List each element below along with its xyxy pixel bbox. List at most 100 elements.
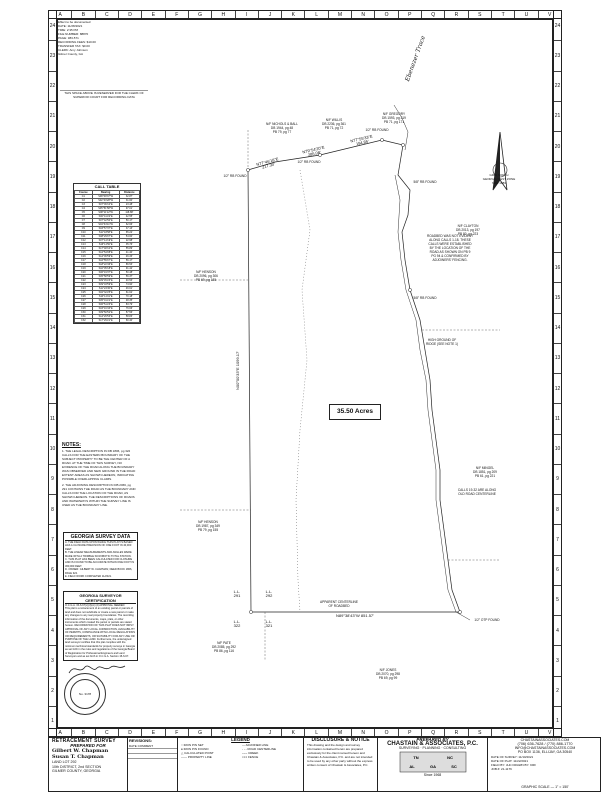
grid-row-label: 24 — [49, 11, 56, 42]
grid-row-label: 7 — [49, 525, 56, 556]
firm-phone: (706) 636-7628 / (770) 886-1770 — [517, 742, 573, 746]
firm-address: PO BOX 1136, ELLIJAY, GA 30540 — [517, 750, 573, 754]
seal-number: No. 3178 — [70, 679, 100, 709]
feature-label-pin5: 5/8" RB FOUND — [413, 296, 437, 300]
grid-row-label: 11 — [49, 404, 56, 435]
surveyor-certification-title: GEORGIA SURVEYOR CERTIFICATION — [65, 593, 136, 604]
land-lot-line: 10th DISTRICT, 2nd SECTION — [52, 764, 102, 769]
grid-col-label: O — [375, 11, 399, 18]
adjoiner-label-henson1: N/F HENSON DB 2096, pg 306 PB 69, pg 185 — [194, 270, 218, 282]
grid-row-label: 20 — [554, 132, 561, 163]
file-note-line: TRANSFER TAX: $0.00 — [58, 44, 90, 48]
grid-row-label: 17 — [49, 223, 56, 253]
grid-row-label: 3 — [49, 646, 56, 677]
grid-row-label: 24 — [554, 11, 561, 42]
surveyor-signature — [68, 665, 126, 674]
drawing-frame — [57, 19, 553, 728]
grid-col-label: K — [282, 11, 306, 18]
grid-row-label: 5 — [49, 586, 56, 616]
stream-line — [295, 169, 311, 613]
georgia-survey-data: GEORGIA SURVEY DATA A. THE FIELD DATA UP… — [63, 532, 138, 581]
file-note-line: PAGE: 383-571 — [58, 36, 79, 40]
firm-website[interactable]: CHASTAINASSOCIATES.COM — [520, 738, 570, 742]
grid-row-label: 2 — [49, 677, 56, 707]
grid-row-label: 15 — [49, 283, 56, 314]
survey-data-line: C. THIS PLAT HAS BEEN CALCULATED FOR CLO… — [65, 558, 135, 568]
call-table-cell: C32 — [74, 318, 93, 323]
grid-col-label: O — [375, 729, 399, 736]
grid-col-label: G — [189, 11, 213, 18]
call-table-cell: 60.40' — [118, 318, 141, 323]
legend-item: --- ADJOINER LINE — [242, 743, 269, 747]
land-lot-ll291: L.L. 291 — [233, 589, 241, 598]
firm-email[interactable]: INFO@CHASTAINASSOCIATES.COM — [514, 746, 576, 750]
grid-row-label: 20 — [49, 132, 56, 163]
adjoiner-label-jones: N/F JONES DB 2070, pg 298 PB 69, pg 99 — [376, 668, 400, 680]
iron-pin-4 — [401, 143, 405, 147]
certification-line: O.C.G.A. 15-6-67(c)(3)(A) (d) APPROVAL N… — [65, 604, 125, 607]
grid-col-label: P — [399, 729, 422, 736]
adjoiner-label-nichols: N/F NICHOLS & BALL DB 1944, pg 48 PB 79,… — [266, 122, 298, 134]
state-label: SC — [451, 764, 457, 769]
grid-row-label: 1 — [51, 718, 54, 725]
grid-col-label: H — [212, 11, 236, 18]
iron-pin-5 — [249, 610, 253, 614]
feature-label-pin6: 1/2" OTP FOUND — [474, 618, 500, 622]
survey-info-line: DATE OF SURVEY: 11/10/2021 — [491, 755, 534, 759]
georgia-survey-data-title: GEORGIA SURVEY DATA — [65, 534, 136, 541]
grid-col-label: V — [548, 12, 552, 18]
grid-row-label: 11 — [554, 404, 561, 435]
grid-col-label: G — [189, 729, 213, 736]
grid-col-label: B — [72, 729, 96, 736]
title-block-firm: PREPARED BY CHASTAIN & ASSOCIATES, P.C. … — [378, 738, 488, 791]
title-block-revisions: REVISIONS: DATE COMMENT — [128, 738, 178, 791]
legend-item: △ CALCULATED POINT — [181, 751, 214, 755]
grid-row-label: 6 — [554, 556, 561, 586]
grid-row-label: 1 — [556, 718, 559, 725]
survey-info-line: FIELD BY: JHC DRAWN BY: KRF — [491, 763, 537, 767]
state-label: NC — [447, 755, 453, 760]
state-label: GA — [430, 764, 436, 769]
adjoiner-label-pate: N/F PATE DB 2085, pg 292 PB 86, pg 116 — [212, 641, 236, 653]
iron-pin-7 — [408, 288, 412, 292]
grid-row-label: 22 — [554, 72, 561, 102]
grid-row-label: 9 — [49, 465, 56, 495]
grid-col-label: I — [236, 729, 259, 736]
title-block-legend: LEGEND ○ IRON PIN SET● IRON PIN FOUND△ C… — [178, 738, 304, 791]
feature-label-pin3: 1/2" RB FOUND — [365, 128, 389, 132]
grid-col-label: U — [515, 729, 539, 736]
grid-row-label: 17 — [554, 223, 561, 253]
grid-col-label: F — [166, 729, 189, 736]
grid-col-label: M — [329, 11, 353, 18]
grid-col-label: C — [96, 729, 119, 736]
iron-pin-1 — [246, 168, 250, 172]
survey-data-line: A. THE FIELD DATA UPON WHICH THIS PLAT I… — [65, 541, 133, 551]
survey-info-line: JOB #: 21-1176 — [491, 767, 512, 771]
grid-row-label: 14 — [49, 314, 56, 344]
grid-row-label: 19 — [49, 162, 56, 193]
survey-info-line: DATE OF PLAT: 11/22/2021 — [491, 759, 529, 763]
firm-established: Since 1968 — [423, 773, 442, 777]
boundary-line — [247, 139, 461, 613]
grid-row-label: 16 — [554, 253, 561, 284]
grid-row-label: 16 — [49, 253, 56, 284]
prepared-for-label: PREPARED FOR — [70, 743, 106, 748]
grid-row-label: 23 — [554, 41, 561, 72]
note-item: 2. THE ADJOINING DESCRIPTION IN DB 2066,… — [62, 483, 136, 507]
grid-col-label: D — [119, 11, 143, 18]
